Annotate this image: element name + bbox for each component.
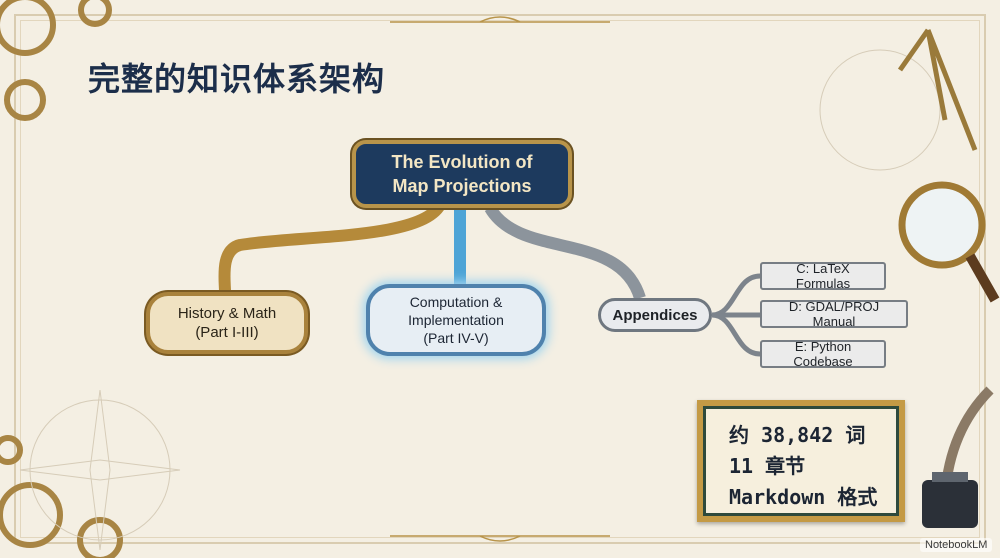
notebooklm-watermark: NotebookLM	[920, 538, 993, 552]
leaf-gdal-proj-manual: D: GDAL/PROJ Manual	[760, 299, 908, 329]
page-title: 完整的知识体系架构	[88, 60, 386, 98]
magnifying-glass-icon	[898, 181, 1000, 303]
ink-and-quill-icon	[922, 386, 994, 528]
branch-computation: Computation & Implementation (Part IV-V)	[366, 284, 546, 356]
branch-label: Computation &	[409, 294, 503, 310]
chapter-count: 11 章节	[729, 454, 806, 478]
drafting-compass-icon	[897, 28, 978, 151]
compass-rose-icon	[19, 49, 941, 551]
leaf-python-codebase: E: Python Codebase	[760, 339, 886, 369]
leaf-latex-formulas: C: LaTeX Formulas	[760, 261, 886, 291]
root-node: The Evolution of Map Projections	[352, 140, 572, 208]
branch-history-math: History & Math (Part I-III)	[146, 292, 308, 354]
branch-label-line2: Implementation	[408, 312, 504, 328]
stats-panel: 约 38,842 词 11 章节 Markdown 格式	[697, 400, 905, 522]
root-label-line2: Map Projections	[392, 176, 532, 196]
format: Markdown 格式	[729, 485, 878, 509]
branch-sublabel: (Part I-III)	[195, 324, 259, 341]
divider-ornament-icon	[390, 16, 610, 542]
gear-icon	[0, 0, 123, 558]
branch-appendices: Appendices	[598, 298, 712, 332]
branch-label: History & Math	[177, 305, 277, 322]
connectors	[218, 201, 761, 357]
branch-sublabel: (Part IV-V)	[423, 330, 489, 346]
root-label-line1: The Evolution of	[391, 152, 533, 172]
word-count: 约 38,842 词	[729, 423, 866, 447]
